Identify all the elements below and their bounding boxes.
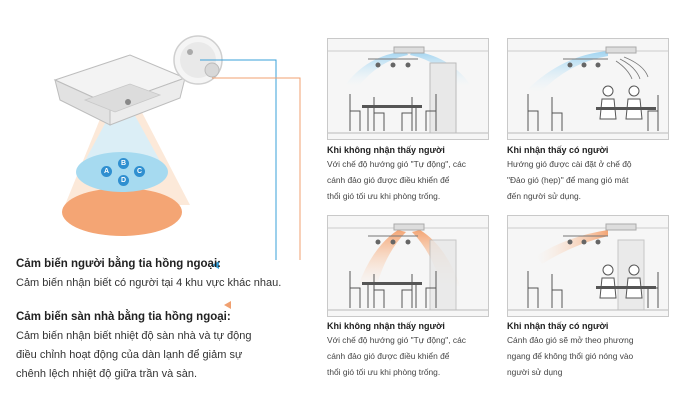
panel-2-title: Khi nhận thấy có người — [507, 145, 609, 155]
panel-4-line: ngang để không thổi gió nóng vào — [507, 351, 634, 361]
panel-1-line: Với chế độ hướng gió "Tự động", các — [327, 159, 466, 169]
panel-4-title: Khi nhận thấy có người — [507, 321, 609, 331]
person-sensor-cone — [80, 92, 165, 170]
panel-3-line: Với chế độ hướng gió "Tự động", các — [327, 335, 466, 345]
room-cool-occupied-illustration — [508, 46, 668, 134]
panel-1-text: Với chế độ hướng gió "Tự động", các cánh… — [327, 156, 497, 204]
panel-4-text: Cánh đảo gió sẽ mở theo phương ngang để … — [507, 332, 669, 380]
panel-1-title: Khi không nhận thấy người — [327, 145, 445, 155]
panel-cool-empty — [327, 38, 489, 140]
zone-d: D — [118, 175, 129, 186]
panel-2-line: đến người sử dụng. — [507, 191, 581, 201]
zone-b: B — [118, 158, 129, 169]
person-sensor-ellipse — [76, 152, 168, 192]
panel-3-line: cánh đảo gió được điều khiển để — [327, 351, 450, 361]
person-sensor-leader — [200, 59, 277, 260]
panel-2-line: "Đảo gió (hẹp)" để mang gió mát — [507, 175, 629, 185]
floor-sensor-line: Cảm biến nhận biết nhiệt độ sàn nhà và t… — [16, 330, 252, 342]
person-arrow-icon — [212, 261, 219, 269]
floor-sensor-text: Cảm biến nhận biết nhiệt độ sàn nhà và t… — [16, 327, 316, 384]
panel-warm-empty — [327, 215, 489, 317]
cassette-illustration — [53, 35, 301, 260]
person-sensor-title: Cảm biến người bằng tia hồng ngoại: — [16, 258, 221, 270]
panel-2-text: Hướng gió được cài đặt ở chế độ "Đảo gió… — [507, 156, 669, 204]
cassette-unit — [53, 54, 187, 126]
floor-sensor-leader — [212, 77, 301, 260]
floor-sensor-title: Cảm biến sàn nhà bằng tia hồng ngoại: — [16, 311, 231, 323]
floor-sensor-ellipse — [62, 188, 182, 236]
person-sensor-text: Cảm biến nhận biết có người tại 4 khu vự… — [16, 277, 282, 289]
panel-warm-occupied — [507, 215, 669, 317]
floor-arrow-icon — [224, 301, 231, 309]
room-cool-empty-illustration — [328, 46, 488, 134]
panel-3-line: thổi gió tối ưu khi phòng trống. — [327, 367, 441, 377]
sensor-magnifier — [173, 35, 223, 85]
panel-2-line: Hướng gió được cài đặt ở chế độ — [507, 159, 632, 169]
floor-sensor-line: điều chỉnh hoạt động của dàn lạnh để giả… — [16, 349, 243, 361]
panel-3-text: Với chế độ hướng gió "Tự động", các cánh… — [327, 332, 497, 380]
panel-cool-occupied — [507, 38, 669, 140]
floor-sensor-line: chênh lệch nhiệt độ giữa trần và sàn. — [16, 368, 198, 380]
zone-labels: A B C D — [0, 0, 310, 260]
panel-3-title: Khi không nhận thấy người — [327, 321, 445, 331]
room-warm-empty-illustration — [328, 223, 488, 311]
room-warm-occupied-illustration — [508, 223, 668, 311]
zone-c: C — [134, 166, 145, 177]
panel-1-line: cánh đảo gió được điều khiển để — [327, 175, 450, 185]
panel-4-line: người sử dụng — [507, 367, 563, 377]
zone-a: A — [101, 166, 112, 177]
panel-1-line: thổi gió tối ưu khi phòng trống. — [327, 191, 441, 201]
panel-4-line: Cánh đảo gió sẽ mở theo phương — [507, 335, 634, 345]
